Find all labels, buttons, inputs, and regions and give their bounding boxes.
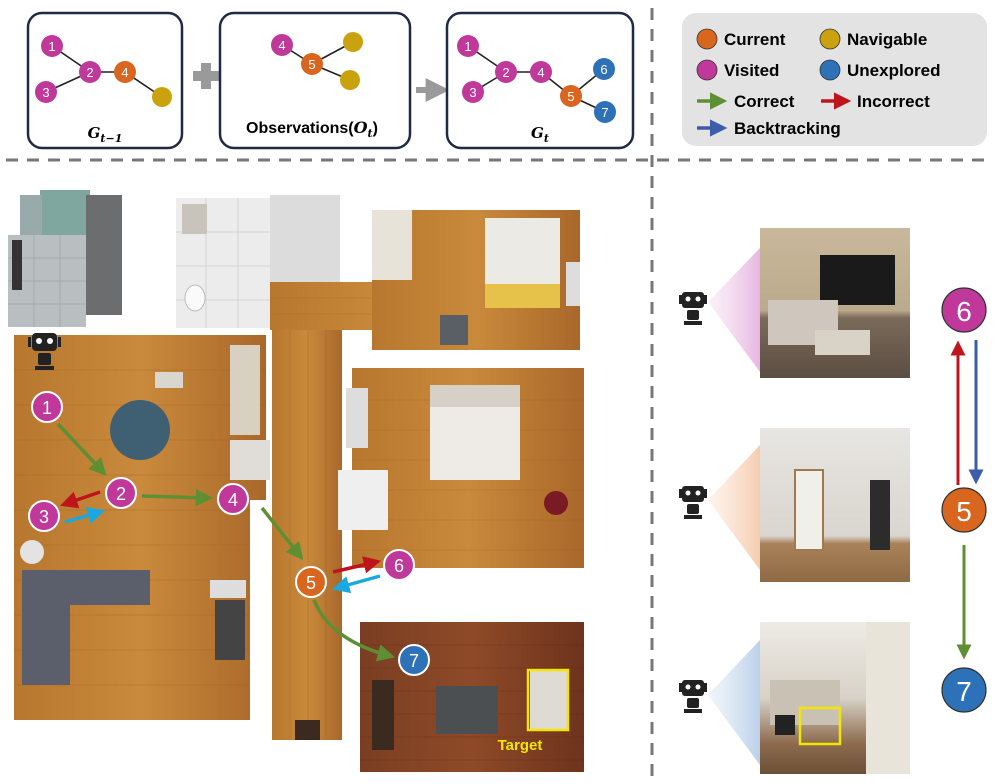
map-node-4: 4	[228, 490, 238, 510]
map-arrows	[56, 422, 396, 662]
dining-table	[110, 400, 170, 460]
view-node-5-label: 5	[956, 496, 972, 527]
graph-next-node-1: 1	[464, 39, 471, 54]
view-graph: 6 5 7	[941, 287, 987, 713]
arrow-6-5	[331, 574, 381, 594]
view-node-6-label: 6	[956, 296, 972, 327]
legend-correct-label: Correct	[734, 92, 795, 111]
graph-obs-node-5: 5	[308, 57, 315, 72]
robot-icon	[679, 680, 707, 713]
graph-next-node-6: 6	[600, 62, 607, 77]
graph-prev-node-2: 2	[86, 65, 93, 80]
arrow-4-5	[260, 506, 304, 561]
legend-current-swatch	[696, 28, 718, 50]
graph-next-panel: 1 2 3 4 5 6 7 Gt	[445, 11, 635, 150]
legend-unexplored-swatch	[819, 59, 841, 81]
graph-prev-node-1: 1	[48, 39, 55, 54]
view-node-7	[679, 622, 910, 774]
floor-plan	[8, 190, 584, 772]
robot-icon	[28, 333, 61, 370]
legend-navigable-swatch	[819, 28, 841, 50]
arrow-2-4	[141, 488, 214, 507]
map-node-1: 1	[42, 398, 52, 418]
graph-next-node-7: 7	[601, 105, 608, 120]
graph-observation-panel: 4 5 Observations(Ot)	[218, 11, 412, 150]
legend-navigable-label: Navigable	[847, 30, 927, 49]
graph-prev-caption: Gt−1	[88, 124, 123, 145]
view-node-6	[679, 228, 910, 378]
legend-visited-label: Visited	[724, 61, 779, 80]
view-target-box	[798, 706, 842, 746]
graph-next-node-2: 2	[502, 65, 509, 80]
graph-prev-node-4: 4	[121, 65, 128, 80]
legend: Current Navigable Visited Unexplored Cor…	[682, 13, 987, 146]
plus-icon	[193, 63, 219, 89]
graph-obs-node-4: 4	[278, 38, 285, 53]
map-node-2: 2	[116, 484, 126, 504]
graph-next-node-4: 4	[537, 65, 544, 80]
view-node-5	[679, 428, 910, 582]
graph-next-node-5: 5	[567, 89, 574, 104]
map-node-3: 3	[39, 507, 49, 527]
graph-prev-nodes: 1 2 3 4	[35, 35, 172, 107]
arrow-1-2	[56, 422, 107, 476]
legend-unexplored-label: Unexplored	[847, 61, 941, 80]
legend-current-label: Current	[724, 30, 786, 49]
legend-backtracking-label: Backtracking	[734, 119, 841, 138]
target-label: Target	[498, 737, 543, 754]
legend-incorrect-label: Incorrect	[857, 92, 930, 111]
rug	[436, 686, 498, 734]
view-node-7-label: 7	[956, 676, 972, 707]
sofa	[22, 570, 150, 685]
robot-icon	[679, 486, 707, 519]
arrow-3-2	[64, 506, 106, 524]
map-node-5: 5	[306, 573, 316, 593]
graph-obs-caption: Observations(Ot)	[246, 118, 378, 140]
graph-next-node-3: 3	[469, 85, 476, 100]
map-node-6: 6	[394, 556, 404, 576]
graph-next-caption: Gt	[531, 124, 549, 145]
map-node-7: 7	[409, 651, 419, 671]
arrow-2-3	[60, 490, 101, 509]
arrow-5-7	[312, 599, 396, 662]
legend-visited-swatch	[696, 59, 718, 81]
target-box	[526, 668, 570, 732]
graph-prev-panel: 1 2 3 4 Gt−1	[26, 11, 184, 150]
robot-icon	[679, 292, 707, 325]
arrow-5-6	[332, 556, 382, 574]
map-nodes: 1 2 3 4 5 6 7	[28, 391, 430, 676]
graph-prev-node-3: 3	[42, 85, 49, 100]
